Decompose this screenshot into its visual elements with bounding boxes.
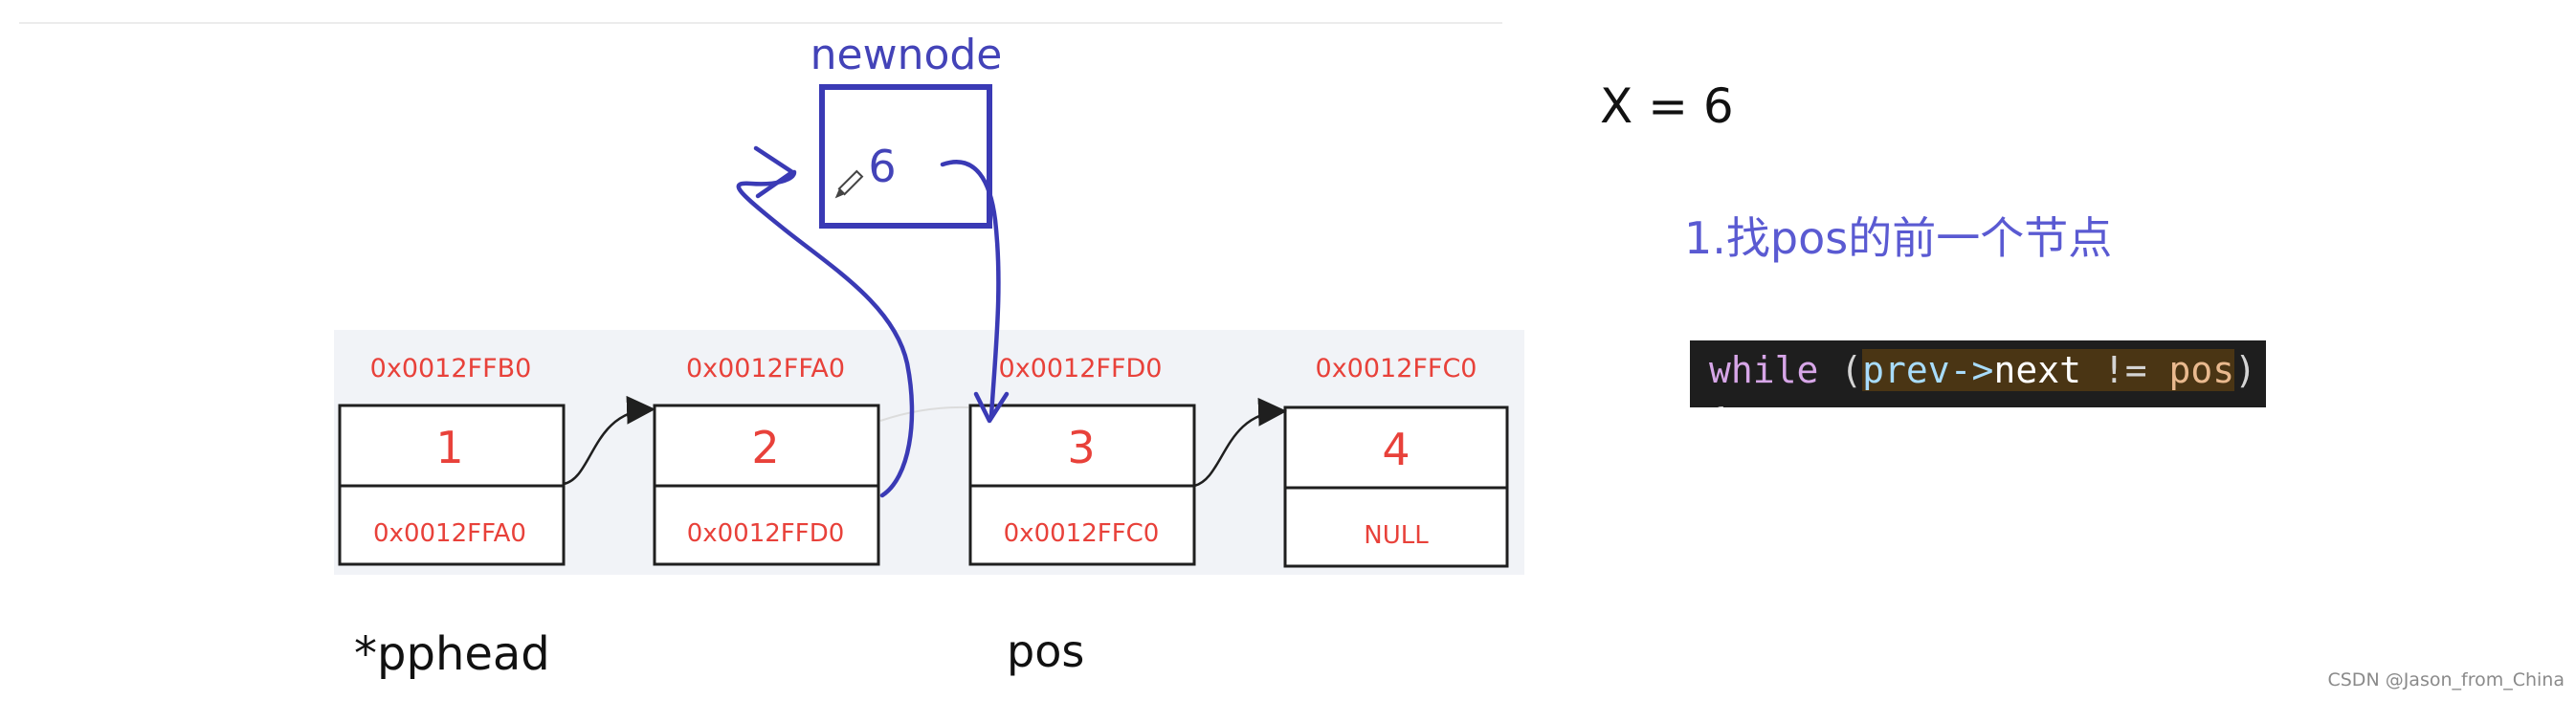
handdrawn-arrow-prev-to-newnode <box>736 169 915 498</box>
node-2-address: 0x0012FFA0 <box>686 354 845 383</box>
code-var-prev: prev <box>1862 349 1950 391</box>
node-4: 4 NULL <box>1283 405 1509 568</box>
pphead-label: *pphead <box>354 627 550 681</box>
node-3-data: 3 <box>1067 422 1095 473</box>
node-1-data: 1 <box>435 422 463 473</box>
node-1-next: 0x0012FFA0 <box>373 519 526 548</box>
code-op-ne: != <box>2080 349 2169 391</box>
node-4-next: NULL <box>1364 521 1429 550</box>
newnode-value: 6 <box>868 141 896 192</box>
handdrawn-arrowhead-into-newnode <box>753 145 795 199</box>
code-member-next: next <box>1993 349 2081 391</box>
step-note: 1.找pos的前一个节点 <box>1684 212 2112 264</box>
newnode-box <box>819 84 992 229</box>
handdrawn-arrowhead-into-pos <box>973 391 1010 424</box>
node-3-next-cell <box>968 484 1196 566</box>
code-line-while: while (prev->next != pos) <box>1709 346 2256 394</box>
code-var-pos: pos <box>2168 349 2235 391</box>
code-snippet: while (prev->next != pos) { <box>1690 340 2266 407</box>
node-3-address: 0x0012FFD0 <box>999 354 1163 383</box>
node-2-next-cell <box>653 484 880 566</box>
newnode-label: newnode <box>811 31 1003 79</box>
node-4-data: 4 <box>1382 424 1410 475</box>
node-1-address: 0x0012FFB0 <box>370 354 532 383</box>
code-paren-close: ) <box>2234 349 2256 391</box>
code-line-brace: { <box>1709 396 1726 407</box>
code-paren-open: ( <box>1818 349 1863 391</box>
code-arrow: -> <box>1949 349 1994 391</box>
pos-label: pos <box>1007 625 1084 677</box>
x-value-label: X = 6 <box>1600 78 1734 134</box>
node-2-data: 2 <box>751 422 779 473</box>
old-link-2-to-3 <box>879 405 969 422</box>
watermark: CSDN @Jason_from_China <box>2327 669 2565 690</box>
node-2-next: 0x0012FFD0 <box>687 519 845 548</box>
node-3: 3 0x0012FFC0 <box>968 404 1196 566</box>
node-1-next-cell <box>338 484 566 566</box>
node-1: 1 0x0012FFA0 <box>338 404 566 566</box>
node-2: 2 0x0012FFD0 <box>653 404 880 566</box>
code-keyword-while: while <box>1709 349 1819 391</box>
link-arrow-1-to-2 <box>563 395 655 486</box>
pen-cursor-icon <box>834 169 864 199</box>
link-arrow-3-to-4 <box>1193 397 1287 488</box>
node-3-data-cell <box>968 404 1196 488</box>
node-4-address: 0x0012FFC0 <box>1316 354 1477 383</box>
handdrawn-arrow-newnode-to-pos <box>940 160 1001 419</box>
node-4-next-cell <box>1283 486 1509 568</box>
node-3-next: 0x0012FFC0 <box>1004 519 1160 548</box>
